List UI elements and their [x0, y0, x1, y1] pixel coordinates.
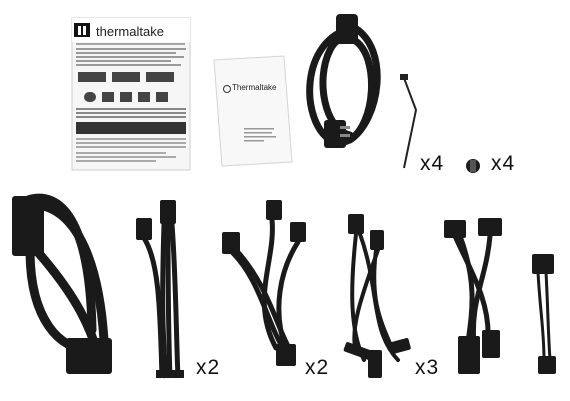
floppy-adapter-cable — [532, 254, 556, 374]
user-manual-sheet — [71, 17, 191, 171]
tt-logo-icon — [223, 85, 231, 93]
sata-cable — [343, 214, 411, 378]
pcie-cable — [136, 200, 184, 379]
eps-cable — [222, 200, 306, 366]
screw-quantity: x4 — [491, 152, 516, 175]
screw — [466, 159, 480, 173]
pcie-cable-quantity: x2 — [196, 356, 221, 379]
manual-brand-text: thermaltake — [96, 24, 164, 39]
eps-cable-quantity: x2 — [305, 356, 330, 379]
quick-guide-booklet — [213, 55, 293, 167]
sata-cable-quantity: x3 — [415, 356, 440, 379]
molex-cable — [444, 218, 502, 374]
cable-tie-quantity: x4 — [420, 152, 445, 175]
ac-power-cord — [306, 14, 381, 148]
atx-24pin-cable — [12, 193, 112, 374]
booklet-brand-text: Thermaltake — [232, 83, 277, 92]
cable-tie — [400, 74, 418, 169]
tt-logo-icon — [74, 23, 90, 37]
